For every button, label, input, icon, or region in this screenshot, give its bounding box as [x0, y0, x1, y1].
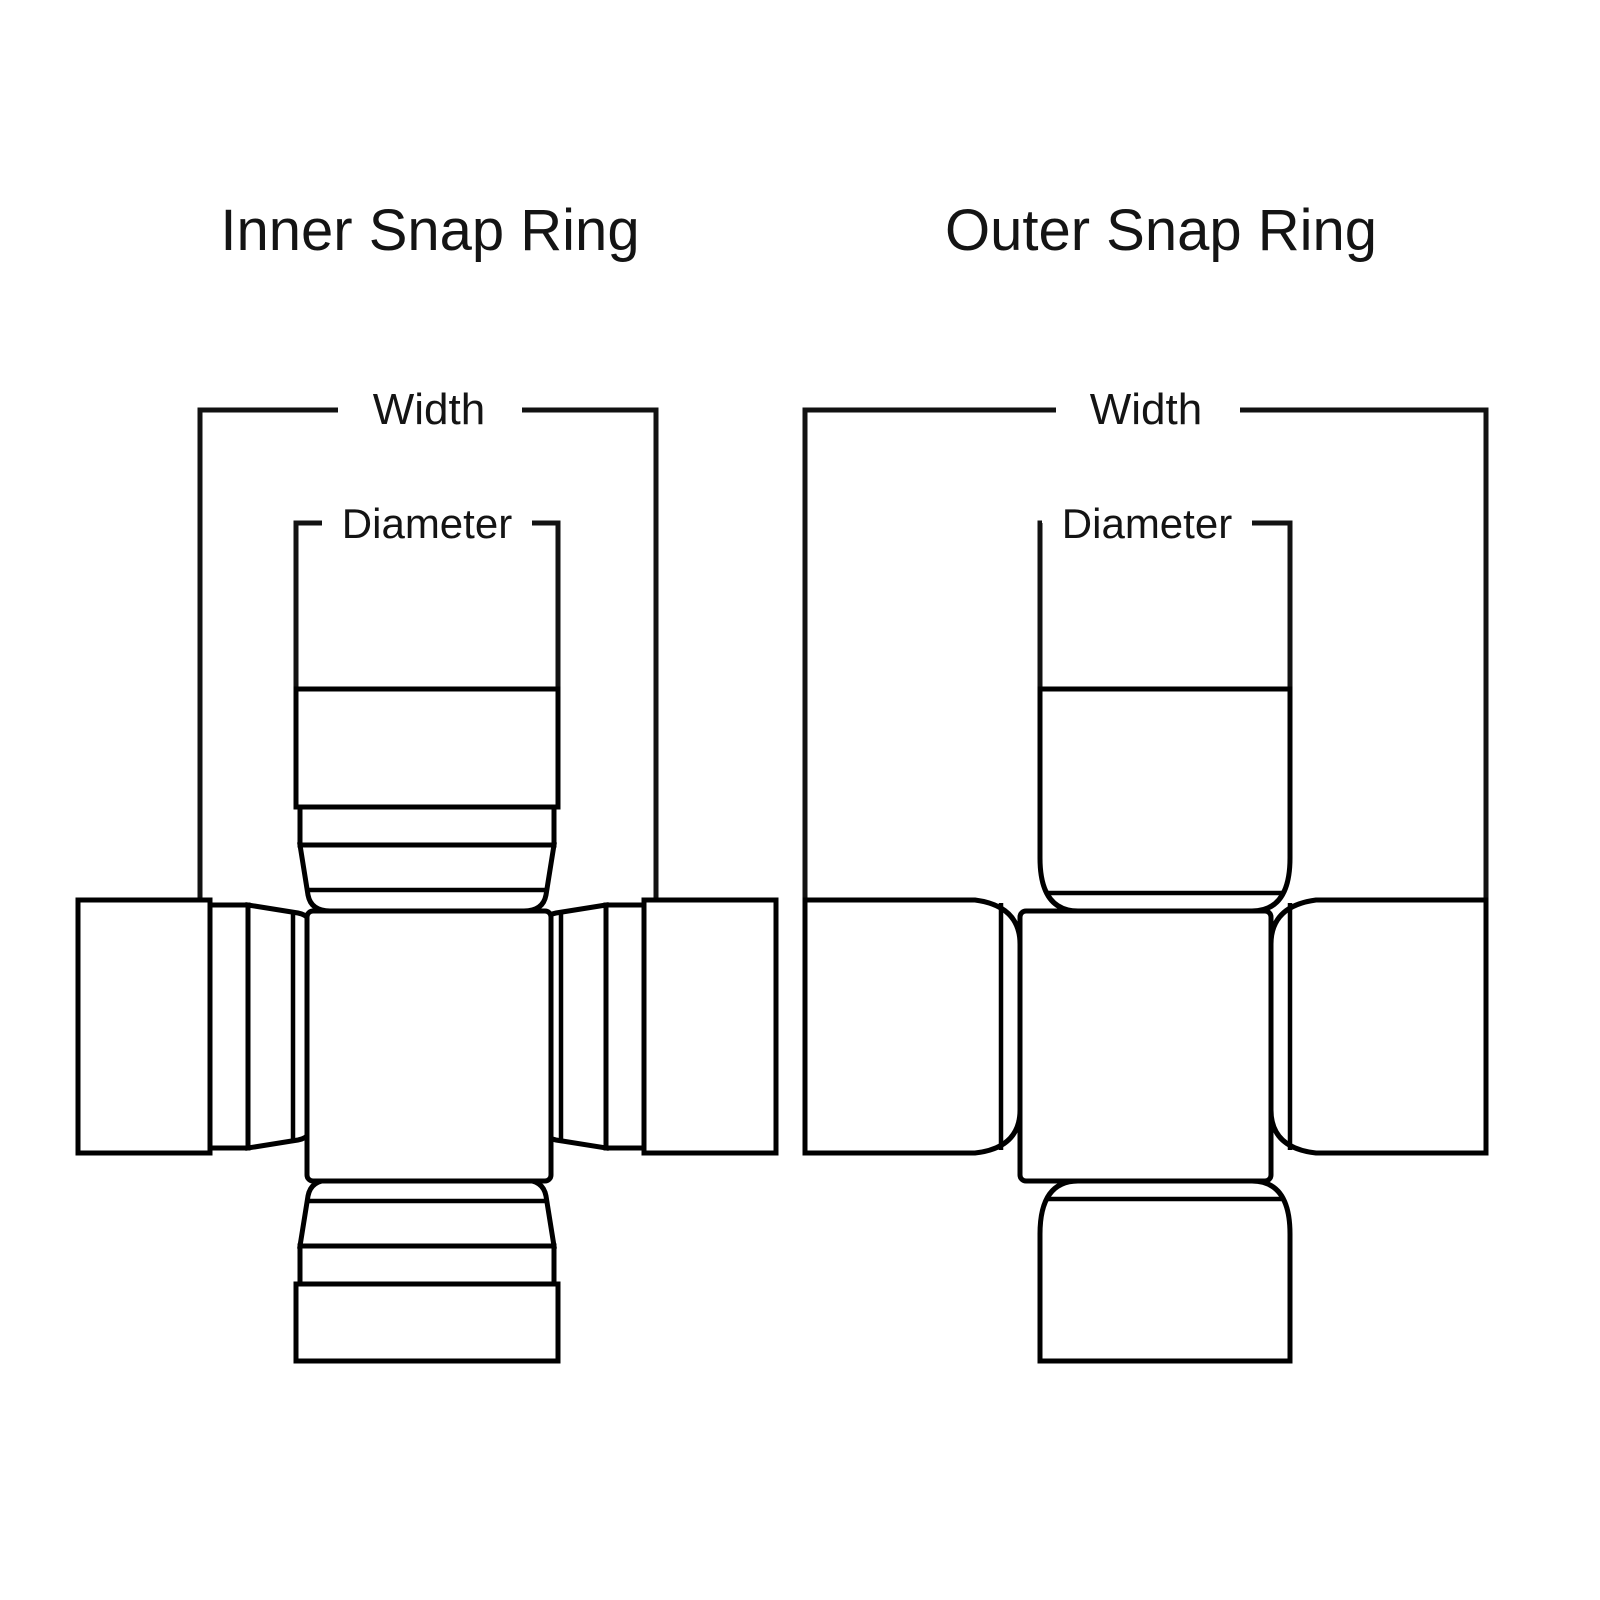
cross-hub-center-inner [304, 908, 554, 1184]
bearing-cap-bottom-inner [293, 1177, 561, 1364]
bearing-cap-top-inner [293, 686, 561, 914]
snap-ring-groove-right-inner [603, 902, 647, 1151]
bearing-cap-left-inner [75, 897, 317, 1156]
trunnion-shoulder-bottom-inner [297, 1177, 557, 1249]
diameter-leader-right-outer [1252, 520, 1293, 689]
width-leader-left-outer [802, 407, 1056, 900]
diameter-label-outer: Diameter [1062, 500, 1232, 547]
snap-ring-groove-bottom-inner [297, 1243, 557, 1287]
snap-ring-groove-left-inner [207, 902, 251, 1151]
width-label-inner: Width [373, 385, 485, 434]
bearing-cap-right-outer [1268, 897, 1489, 1156]
trunnion-shoulder-left-inner [245, 902, 317, 1151]
trunnion-shoulder-top-inner [297, 842, 557, 914]
panel-inner-snap-ring: Inner Snap Ring Width Diameter [75, 198, 779, 1364]
width-label-outer: Width [1090, 385, 1202, 434]
width-dimension-outer: Width [802, 385, 1489, 900]
width-leader-right-inner [522, 407, 659, 900]
diameter-leader-left-inner [293, 520, 322, 689]
diameter-label-inner: Diameter [342, 500, 512, 547]
diameter-dimension-inner: Diameter [293, 500, 561, 689]
diameter-leader-right-inner [532, 520, 561, 689]
diameter-leader-left-outer [1037, 520, 1043, 689]
diameter-dimension-outer: Diameter [1037, 500, 1293, 689]
cap-body-bottom-outer [1037, 1178, 1293, 1364]
snap-ring-groove-top-inner [297, 804, 557, 848]
cap-body-top-inner [293, 686, 561, 810]
bearing-cap-bottom-outer [1037, 1178, 1293, 1364]
width-dimension-inner: Width [197, 385, 659, 900]
cross-hub-center-outer [1017, 908, 1274, 1184]
cap-body-top-outer [1037, 686, 1293, 914]
panel-title-outer: Outer Snap Ring [945, 198, 1377, 263]
cap-body-left-outer [802, 897, 1023, 1156]
bearing-cap-top-outer [1037, 686, 1293, 914]
width-leader-left-inner [197, 407, 338, 900]
bearing-cap-left-outer [802, 897, 1023, 1156]
width-leader-right-outer [1240, 407, 1489, 900]
cap-body-right-inner [641, 897, 779, 1156]
cap-body-bottom-inner [293, 1281, 561, 1364]
panel-outer-snap-ring: Outer Snap Ring Width Diameter [802, 198, 1489, 1364]
cap-body-left-inner [75, 897, 213, 1156]
bearing-cap-right-inner [537, 897, 779, 1156]
panel-title-inner: Inner Snap Ring [220, 198, 639, 263]
cap-body-right-outer [1268, 897, 1489, 1156]
